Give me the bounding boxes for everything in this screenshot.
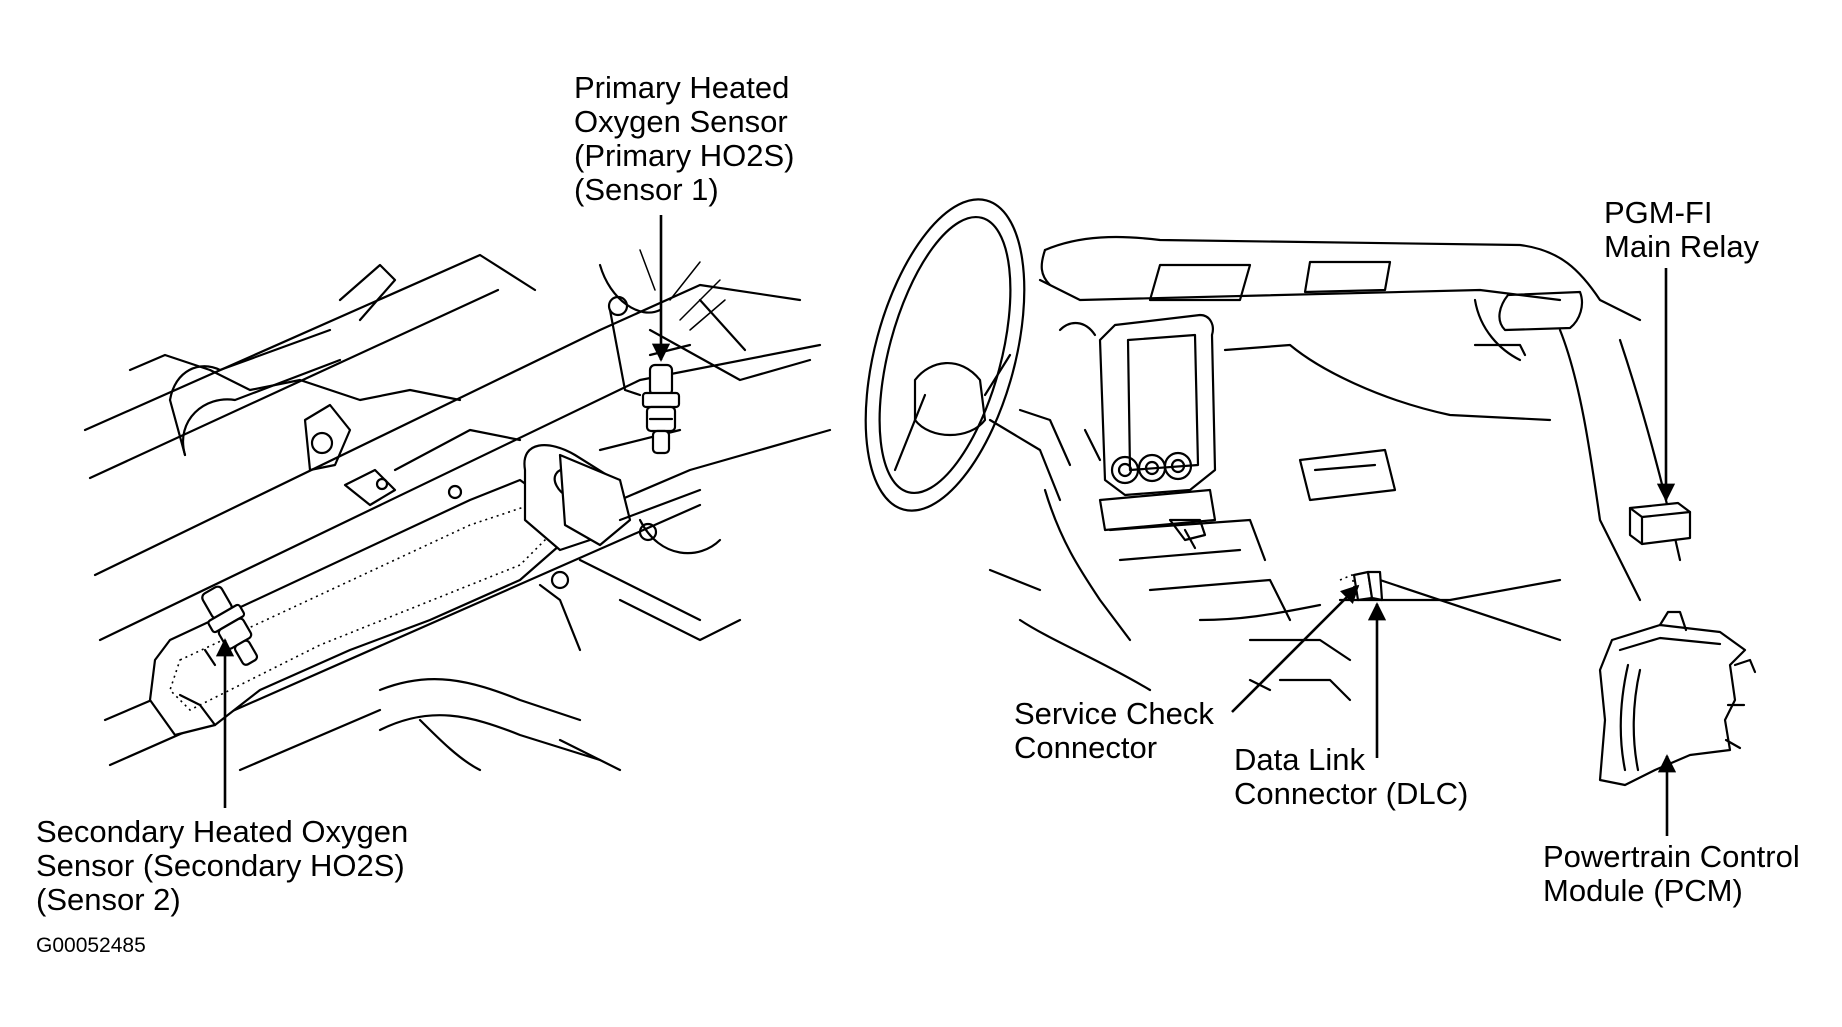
climate-control-knobs	[1110, 451, 1193, 485]
pgm-fi-main-relay-icon	[1628, 501, 1692, 546]
dashboard-drawing	[864, 198, 1682, 702]
exhaust-system-drawing	[83, 249, 832, 772]
pgm-fi-main-relay-label: PGM-FI Main Relay	[1604, 195, 1760, 264]
primary-ho2s-label: Primary Heated Oxygen Sensor (Primary HO…	[574, 70, 795, 207]
service-check-connector-label: Service Check Connector	[1014, 696, 1214, 765]
connector-icon	[1339, 570, 1384, 602]
figure-id: G00052485	[36, 934, 146, 957]
dlc-label: Data Link Connector (DLC)	[1234, 742, 1469, 811]
service-check-pointer	[1231, 584, 1360, 713]
powertrain-control-module-icon	[1598, 610, 1757, 787]
primary-ho2s-sensor-icon	[641, 363, 681, 455]
pcm-label: Powertrain Control Module (PCM)	[1543, 839, 1800, 908]
secondary-ho2s-label: Secondary Heated Oxygen Sensor (Secondar…	[36, 814, 409, 917]
